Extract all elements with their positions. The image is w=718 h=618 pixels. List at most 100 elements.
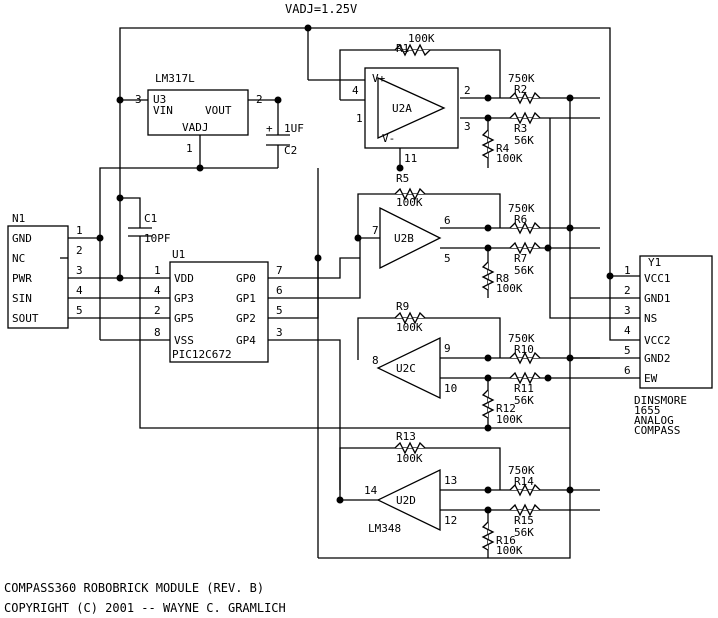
c1-value: 10PF [144,232,171,245]
r2-value: 750K [508,72,535,85]
u1-left-pin-num: 4 [154,284,161,297]
r10-ref: R10 [514,343,534,356]
r12-value: 100K [496,413,523,426]
n1-pin-name: SIN [12,292,32,305]
r12-ref: R12 [496,402,516,415]
r16-ref: R16 [496,534,516,547]
r5-ref: R5 [396,172,409,185]
u2a-noninv-pin: 3 [464,120,471,133]
r13-ref: R13 [396,430,416,443]
y1-pin-num: 5 [624,344,631,357]
u1-left-pin-num: 1 [154,264,161,277]
u2c-noninv-pin: 10 [444,382,457,395]
u2d-inv-pin: 13 [444,474,457,487]
u1-left-pin-name: GP3 [174,292,194,305]
vadj-label: VADJ=1.25V [285,2,357,16]
lm348-label: LM348 [368,522,401,535]
u3-regulator-body [147,89,249,136]
r1-value: 100K [408,32,435,45]
capacitor-symbols [128,134,290,237]
y1-pin-num: 2 [624,284,631,297]
u2d-noninv-pin: 12 [444,514,457,527]
y1-pins: VCC1 GND1 NS VCC2 GND2 EW 1 2 3 4 5 6 [624,264,671,385]
c1-ref: C1 [144,212,157,225]
u3-num-vout: 2 [256,93,263,106]
u1-right-pin-name: GP1 [236,292,256,305]
u1-pins: VDD GP3 GP5 VSS 1 4 2 8 GP0 GP1 GP2 GP4 … [154,264,283,347]
r4-ref: R4 [496,142,510,155]
u2d-out-pin: 14 [364,484,378,497]
y1-compass-body [639,255,713,389]
y1-pin-num: 4 [624,324,631,337]
title-line-2: COPYRIGHT (C) 2001 -- WAYNE C. GRAMLICH [4,601,286,615]
u2b-noninv-pin: 5 [444,252,451,265]
n1-pin-name: PWR [12,272,32,285]
u1-right-pin-num: 6 [276,284,283,297]
r3-value: 56K [514,134,534,147]
u1-left-pin-name: VSS [174,334,194,347]
u1-right-pin-num: 5 [276,304,283,317]
u1-left-pin-name: GP5 [174,312,194,325]
r13-value: 100K [396,452,423,465]
r8-ref: R8 [496,272,509,285]
u2c-out-pin: 8 [372,354,379,367]
r16-value: 100K [496,544,523,557]
u1-right-pin-num: 3 [276,326,283,339]
y1-ref: Y1 [648,256,661,269]
u1-right-pin-name: GP2 [236,312,256,325]
r2-ref: R2 [514,83,527,96]
r7-value: 56K [514,264,534,277]
r9-ref: R9 [396,300,409,313]
y1-desc: COMPASS [634,424,680,437]
n1-pin-num: 2 [76,244,83,257]
u1-right-pin-num: 7 [276,264,283,277]
u2a-inv-pin: 1 [356,112,363,125]
r11-ref: R11 [514,382,534,395]
y1-desc: ANALOG [634,414,674,427]
c2-ref: C2 [284,144,297,157]
y1-pin-name: NS [644,312,657,325]
y1-pin-num: 6 [624,364,631,377]
u2d-ref: U2D [396,494,416,507]
u2a-vminus-pin: 11 [404,152,417,165]
resistor-labels: 100K R1 750K R2 R3 56K R4 100K R5 100K 7… [396,32,535,557]
c2-plus: + [266,122,273,135]
u3-num-vadj: 1 [186,142,193,155]
u2c-inv-pin: 9 [444,342,451,355]
u2a-vplus-pin: 4 [352,84,359,97]
u1-part: PIC12C672 [172,348,232,361]
u3-part: LM317L [155,72,195,85]
u3-ref: U3 [153,93,166,106]
c2-value: 1UF [284,122,304,135]
n1-pin-name: SOUT [12,312,39,325]
u3-pin-vout: VOUT [205,104,232,117]
u2b-ref: U2B [394,232,414,245]
y1-pin-num: 1 [624,264,631,277]
n1-pin-num: 1 [76,224,83,237]
n1-connector-body [7,225,69,329]
u2a-ref: U2A [392,102,412,115]
r10-value: 750K [508,332,535,345]
u2a-out-pin: 2 [464,84,471,97]
r15-value: 56K [514,526,534,539]
r1-ref: R1 [396,42,409,55]
n1-ref: N1 [12,212,25,225]
n1-pin-name: GND [12,232,32,245]
u3-pin-vadj: VADJ [182,121,209,134]
n1-pin-num: 5 [76,304,83,317]
u1-mcu-body [169,261,269,363]
r5-value: 100K [396,196,423,209]
y1-pin-num: 3 [624,304,631,317]
junctions [96,24,614,514]
r14-value: 750K [508,464,535,477]
y1-pin-name: VCC1 [644,272,671,285]
u2d-opamp-symbol [376,468,441,532]
n1-pin-num: 3 [76,264,83,277]
r11-value: 56K [514,394,534,407]
u2b-opamp-symbol [379,206,442,270]
u2a-vminus: V- [382,132,395,145]
u2c-ref: U2C [396,362,416,375]
y1-desc: DINSMORE [634,394,687,407]
r4-value: 100K [496,152,523,165]
